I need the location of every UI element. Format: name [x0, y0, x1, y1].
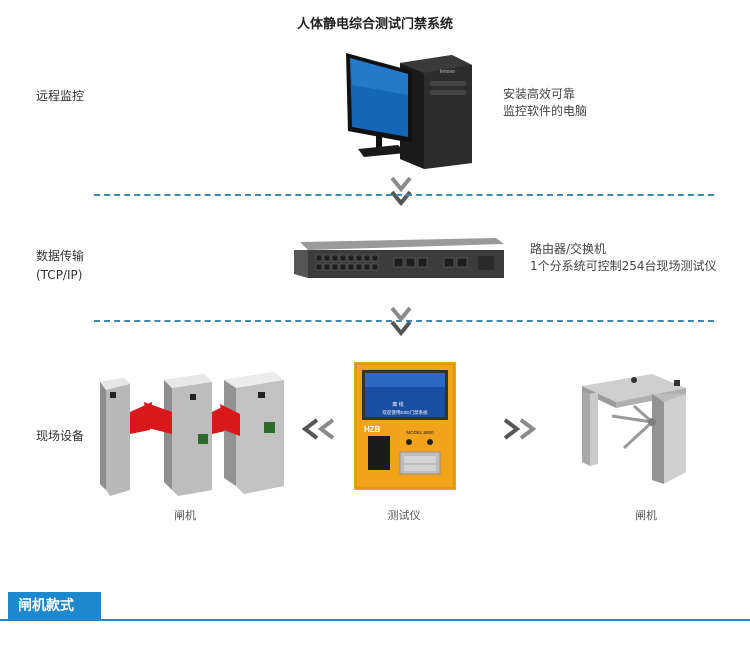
label-site-equipment: 现场设备 — [36, 429, 85, 443]
chevron-right-icon — [503, 418, 537, 440]
section-heading: 闸机款式 — [8, 592, 101, 620]
pc-note-line1: 安装高效可靠 — [503, 87, 576, 101]
dashed-divider — [94, 320, 714, 322]
label-data-line1: 数据传输 — [36, 249, 85, 263]
tester-model-text: MODEL:6800 — [406, 430, 434, 435]
pc-brand-text: lenovo — [440, 69, 455, 75]
tester-screen-text: 欢迎使用ESD门禁系统 — [382, 409, 428, 416]
dashed-divider — [94, 194, 714, 196]
switch-note: 路由器/交换机 1个分系统可控制254台现场测试仪 — [530, 241, 717, 275]
switch-note-line1: 路由器/交换机 — [530, 242, 607, 256]
chevron-left-icon — [301, 418, 335, 440]
network-switch-illustration — [294, 238, 504, 278]
diagram-title: 人体静电综合测试门禁系统 — [296, 17, 453, 32]
tester-screen-status: 离 线 — [392, 401, 403, 408]
esd-tester-illustration: 离 线 欢迎使用ESD门禁系统 HZB MODEL:6800 — [354, 362, 456, 490]
flap-gate-illustration — [100, 372, 284, 496]
tripod-turnstile-illustration — [582, 374, 686, 484]
label-data-transmission: 数据传输 (TCP/IP) — [36, 247, 84, 285]
chevron-down-icon — [390, 306, 412, 337]
computer-illustration: lenovo — [346, 53, 472, 169]
caption-tester: 测试仪 — [387, 509, 421, 522]
switch-note-line2: 1个分系统可控制254台现场测试仪 — [530, 259, 717, 273]
caption-gate-left: 闸机 — [174, 509, 196, 522]
tester-brand-text: HZB — [364, 425, 381, 434]
pc-note-line2: 监控软件的电脑 — [503, 104, 588, 118]
section-underline — [0, 619, 750, 621]
caption-gate-right: 闸机 — [635, 509, 657, 522]
pc-note: 安装高效可靠 监控软件的电脑 — [503, 86, 587, 120]
label-remote-monitoring: 远程监控 — [36, 89, 85, 103]
label-data-line2: (TCP/IP) — [36, 268, 83, 282]
